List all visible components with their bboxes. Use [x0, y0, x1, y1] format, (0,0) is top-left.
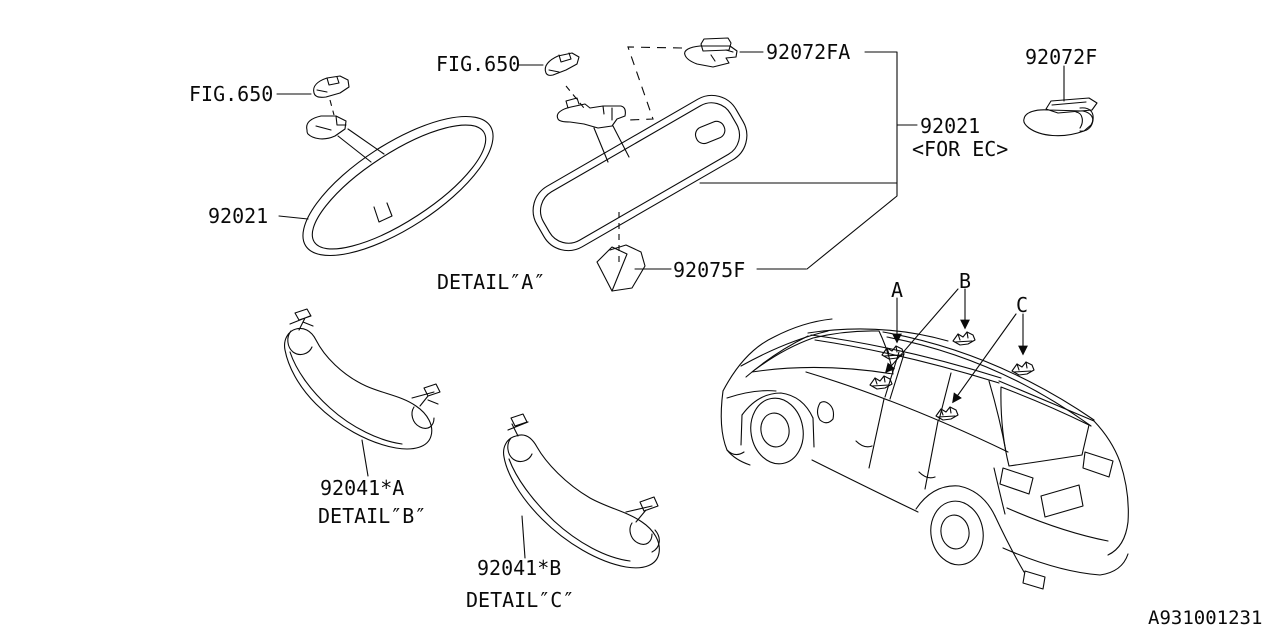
clip-92072f-drawing	[1023, 65, 1098, 137]
part-label-92041b: 92041*B	[477, 556, 561, 580]
rearview-mirror-detail-a-drawing	[518, 37, 918, 292]
figure-ref-label-left: FIG.650	[189, 82, 273, 106]
part-label-92072f: 92072F	[1025, 45, 1097, 69]
grip-position-b2	[869, 375, 893, 390]
position-label-c: C	[1016, 293, 1028, 317]
part-label-92041a: 92041*A	[320, 476, 404, 500]
grab-handle-a-drawing	[284, 308, 441, 477]
figure-ref-label-mid: FIG.650	[436, 52, 520, 76]
detail-a-label: DETAIL″A″	[437, 270, 545, 294]
part-label-92021: 92021	[208, 204, 268, 228]
detail-c-label: DETAIL″C″	[466, 588, 574, 612]
grip-position-c2	[935, 406, 959, 421]
diagram-code: A931001231	[1148, 607, 1262, 629]
position-label-b: B	[959, 269, 971, 293]
grab-handle-b-drawing	[503, 413, 660, 569]
vehicle-location-drawing	[720, 288, 1129, 590]
part-label-92072fa: 92072FA	[766, 40, 850, 64]
part-label-92021-ec: 92021	[920, 114, 980, 138]
part-label-92075f: 92075F	[673, 258, 745, 282]
grip-position-b1	[952, 331, 976, 346]
part-note-for-ec: <FOR EC>	[912, 137, 1008, 161]
rearview-mirror-left-drawing	[276, 75, 494, 257]
position-label-a: A	[891, 278, 903, 302]
detail-b-label: DETAIL″B″	[318, 504, 426, 528]
grip-position-c1	[1011, 361, 1035, 376]
